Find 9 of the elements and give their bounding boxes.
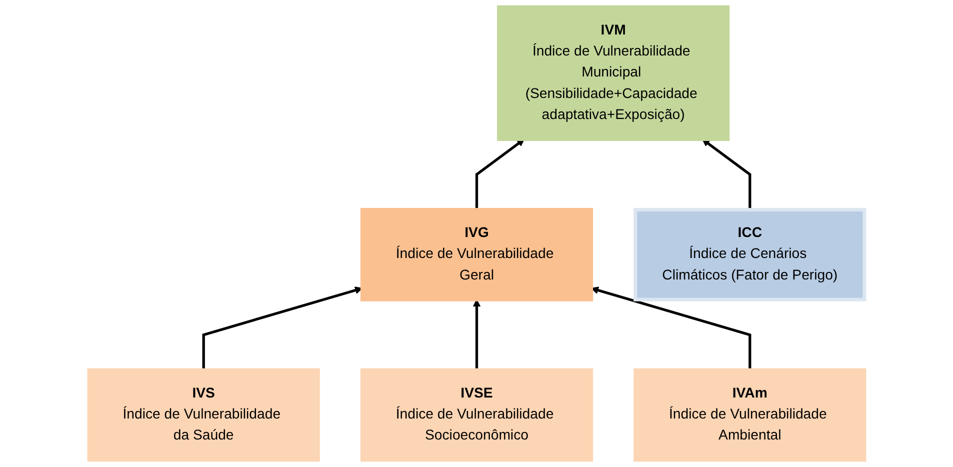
node-box: IVAm Índice de Vulnerabilidade Ambiental (633, 368, 866, 462)
node-box: IVS Índice de Vulnerabilidade da Saúde (87, 368, 320, 462)
arrow (472, 299, 480, 370)
node-box: IVG Índice de Vulnerabilidade Geral (360, 208, 593, 302)
node-box: IVM Índice de Vulnerabilidade Municipal (Sensibilidade+Capacidade adaptativa+Exposição) (496, 5, 730, 141)
node-box: IVSE Índice de Vulnerabilidade Socioeconômico (360, 368, 593, 462)
node-box: ICC Índice de Cenários Climáticos (Fator de Perigo) (633, 208, 866, 302)
arrow (475, 138, 524, 210)
arrow (702, 138, 751, 210)
